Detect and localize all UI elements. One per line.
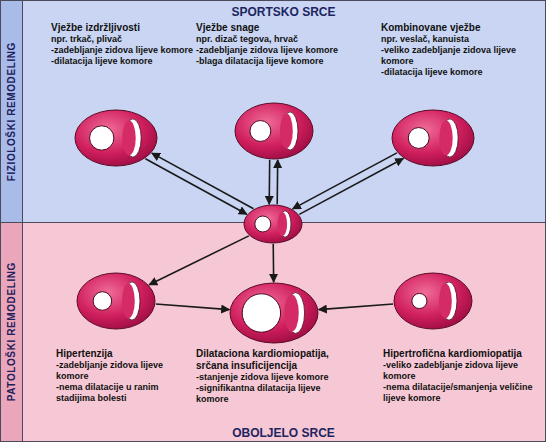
heart-cross-section: Kombinovane vježbenpr. veslač, kanuista-… — [391, 109, 475, 167]
node-note: -stanjenje zidova lijeve komore — [196, 372, 354, 383]
septum-shade — [122, 121, 135, 156]
left-ventricle-cavity — [255, 216, 271, 232]
region-title: SPORTSKO SRCE — [22, 5, 545, 19]
ventricle-wall — [392, 110, 474, 166]
heart-shape — [229, 282, 319, 344]
node-note: -dilatacija lijeve komore — [51, 56, 201, 67]
ventricle-wall — [244, 205, 302, 243]
heart-shape — [391, 109, 475, 167]
arrow-connector — [299, 159, 403, 215]
node-note: -nema dilatacije/smanjenja veličine lije… — [383, 382, 533, 404]
heart-shape — [393, 272, 473, 330]
node-note: -zadebljanje zidova lijeve komore — [196, 45, 361, 56]
heart-shape — [76, 272, 156, 330]
node-heading: Hipertrofična kardiomiopatija — [383, 348, 533, 360]
region-title: OBOLJELO SRCE — [22, 426, 545, 440]
arrow-connector — [272, 244, 274, 282]
node-heading: Vježbe izdržljivosti — [51, 22, 201, 34]
ventricle-wall — [230, 283, 318, 343]
ventricle-wall — [235, 103, 313, 159]
node-note: npr. dizač tegova, hrvač — [196, 34, 361, 45]
node-heading: Dilataciona kardiomiopatija, srčana insu… — [196, 348, 354, 372]
node-heading: Kombinovane vježbe — [381, 22, 521, 34]
node-caption: Kombinovane vježbenpr. veslač, kanuista-… — [381, 22, 521, 78]
node-note: npr. trkač, plivač — [51, 34, 201, 45]
ventricle-wall — [394, 273, 472, 329]
heart-shape — [234, 102, 314, 160]
septum-shade — [439, 121, 452, 156]
node-note: npr. veslač, kanuista — [381, 34, 521, 45]
node-note: -nema dilatacije u ranim stadijima boles… — [56, 382, 184, 404]
arrow-connector — [152, 153, 254, 209]
region-label: FIZIOLOŠKI REMODELING — [6, 42, 17, 181]
side-strip: PATOLOŠKI REMODELING — [1, 223, 23, 441]
septum-shade — [122, 284, 135, 319]
heart-shape — [243, 204, 303, 244]
node-note: -blaga dilatacija lijeve komore — [196, 56, 361, 67]
node-caption: Dilataciona kardiomiopatija, srčana insu… — [196, 348, 354, 405]
septum-shade — [284, 294, 298, 331]
node-note: -veliko zadebljanje zidova lijeve komore — [383, 360, 533, 382]
node-caption: Vježbe snagenpr. dizač tegova, hrvač-zad… — [196, 22, 361, 67]
node-note: -veliko zadebljanje zidova lijeve komore — [381, 45, 521, 67]
arrow-connector — [149, 236, 249, 285]
heart-cross-section: Vježbe snagenpr. dizač tegova, hrvač-zad… — [234, 102, 314, 160]
septum-shade — [280, 114, 293, 149]
heart-cross-section — [243, 204, 303, 244]
left-ventricle-cavity — [408, 128, 429, 149]
ventricle-wall — [75, 110, 157, 166]
arrow-connector — [293, 153, 397, 209]
node-caption: Hipertrofična kardiomiopatija-veliko zad… — [383, 348, 533, 404]
heart-cross-section: Dilataciona kardiomiopatija, srčana insu… — [229, 282, 319, 344]
node-caption: Vježbe izdržljivostinpr. trkač, plivač-z… — [51, 22, 201, 67]
ventricle-wall — [77, 273, 155, 329]
left-ventricle-cavity — [93, 292, 112, 311]
node-note: -zadebljanje zidova lijeve komore — [51, 45, 201, 56]
left-ventricle-cavity — [250, 121, 271, 142]
node-note: -signifikantna dilatacija lijeve komore — [196, 383, 354, 405]
node-heading: Vježbe snage — [196, 22, 361, 34]
septum-shade — [439, 284, 452, 319]
node-heading: Hipertenzija — [56, 348, 184, 360]
arrow-connector — [276, 160, 278, 204]
arrow-connector — [145, 159, 246, 215]
arrow-connector — [319, 304, 393, 310]
left-ventricle-cavity — [90, 126, 114, 150]
left-ventricle-cavity — [412, 293, 427, 308]
node-note: -dilatacija lijeve komore — [381, 67, 521, 78]
region-label: PATOLOŠKI REMODELING — [6, 262, 17, 401]
node-note: -zadebljanje zidova lijeve komore — [56, 360, 184, 382]
heart-cross-section: Hipertrofična kardiomiopatija-veliko zad… — [393, 272, 473, 330]
region-band: FIZIOLOŠKI REMODELING SPORTSKO SRCE Vježbe… — [0, 0, 546, 223]
heart-cross-section: Vježbe izdržljivostinpr. trkač, plivač-z… — [74, 109, 158, 167]
region-band: PATOLOŠKI REMODELING OBOLJELO SRCE Hiperte… — [0, 222, 546, 442]
arrow-connector — [156, 304, 229, 310]
heart-shape — [74, 109, 158, 167]
node-caption: Hipertenzija-zadebljanje zidova lijeve k… — [56, 348, 184, 404]
heart-cross-section: Hipertenzija-zadebljanje zidova lijeve k… — [76, 272, 156, 330]
arrow-connector — [268, 160, 270, 204]
side-strip: FIZIOLOŠKI REMODELING — [1, 1, 23, 222]
left-ventricle-cavity — [242, 294, 280, 332]
septum-shade — [278, 212, 288, 236]
